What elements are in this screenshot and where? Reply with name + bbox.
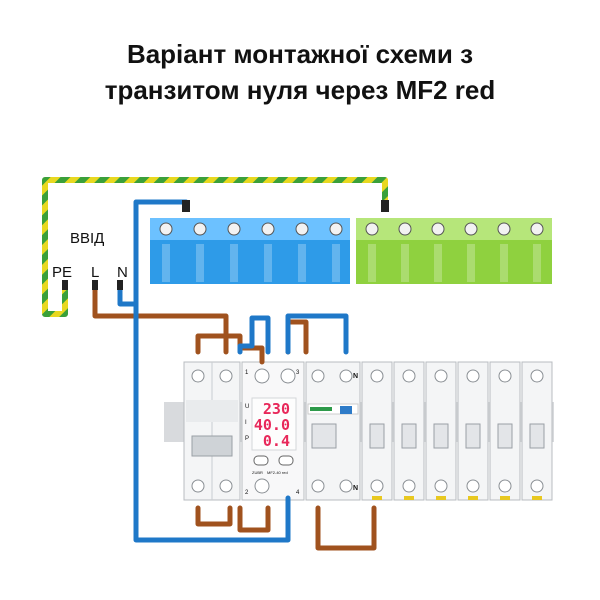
- breaker-handle[interactable]: [433, 423, 449, 449]
- bus-slot: [533, 244, 541, 282]
- rcd-n-top: N: [353, 373, 358, 380]
- breaker-terminal: [498, 369, 512, 383]
- bus-screw: [464, 222, 478, 236]
- breaker-handle[interactable]: [369, 423, 385, 449]
- branch-breakers: [361, 361, 553, 501]
- breaker-clip: [532, 496, 542, 500]
- breaker-terminal: [530, 369, 544, 383]
- breaker-handle[interactable]: [401, 423, 417, 449]
- breaker-clip: [468, 496, 478, 500]
- relay-model: MF2-40 red: [267, 470, 288, 475]
- breaker-bottom-loop: [195, 505, 233, 527]
- breaker-clip: [500, 496, 510, 500]
- pe-bus-bar: [356, 218, 552, 284]
- phase-to-relay-wire: [195, 333, 265, 365]
- relay-plus-button[interactable]: [278, 455, 294, 466]
- wires: [42, 177, 388, 551]
- bus-screw: [193, 222, 207, 236]
- voltage-relay: 1 3 2 4 230 40.0 0.4 U I P ZUBR MF2-40 r…: [241, 361, 305, 501]
- relay-minus-button[interactable]: [253, 455, 269, 466]
- neutral-bus-pin: [182, 200, 190, 212]
- bus-screw: [295, 222, 309, 236]
- breaker-handle[interactable]: [497, 423, 513, 449]
- pe-label: PE: [52, 264, 72, 281]
- bus-slot: [368, 244, 376, 282]
- din-modules: 1 3 2 4 230 40.0 0.4 U I P ZUBR MF2-40 r…: [183, 361, 553, 501]
- breaker-handle[interactable]: [529, 423, 545, 449]
- bus-slot: [401, 244, 409, 282]
- relay-to-rcd-neutral: [285, 313, 349, 355]
- relay-to-rcd-phase: [285, 319, 309, 355]
- bus-screw: [329, 222, 343, 236]
- rcd-to-breakers-wire: [315, 505, 377, 551]
- neutral-bus-bar: [150, 218, 350, 284]
- breaker-terminal: [466, 479, 480, 493]
- bus-slot: [500, 244, 508, 282]
- display-power: 0.4: [263, 432, 290, 450]
- relay-bottom-loop: [237, 505, 271, 533]
- bus-screw: [261, 222, 275, 236]
- pe-bus-terminals: [365, 222, 544, 282]
- bus-screw: [398, 222, 412, 236]
- breaker-clip: [372, 496, 382, 500]
- bus-screw: [159, 222, 173, 236]
- bus-slot: [332, 244, 340, 282]
- breaker-clip: [404, 496, 414, 500]
- relay-side-u: U: [245, 404, 249, 410]
- breaker-terminal: [530, 479, 544, 493]
- input-terminals: [62, 280, 123, 290]
- relay-terminal-2: 2: [245, 490, 249, 496]
- page-title: Варіант монтажної схеми з транзитом нуля…: [0, 36, 600, 108]
- breaker-terminal: [466, 369, 480, 383]
- rcd-n-bottom: N: [353, 485, 358, 492]
- bus-slot: [434, 244, 442, 282]
- phase-input-wire: [92, 285, 229, 355]
- breaker-terminal: [370, 479, 384, 493]
- bus-slot: [196, 244, 204, 282]
- breaker-terminal: [434, 479, 448, 493]
- neutral-to-relay-wire: [237, 315, 271, 355]
- neutral-bus-terminals: [159, 222, 343, 282]
- main-breaker: [183, 361, 241, 501]
- n-label: N: [117, 264, 128, 281]
- bus-screw: [530, 222, 544, 236]
- bus-slot: [264, 244, 272, 282]
- breaker-handle[interactable]: [465, 423, 481, 449]
- bus-slot: [230, 244, 238, 282]
- bus-slot: [298, 244, 306, 282]
- bus-screw: [365, 222, 379, 236]
- neutral-transit-wire: [133, 301, 291, 543]
- bus-screw: [227, 222, 241, 236]
- rcd-module: N N: [305, 361, 361, 501]
- relay-terminal-4: 4: [296, 490, 300, 496]
- input-label: ВВІД: [70, 230, 104, 247]
- breaker-terminal: [434, 369, 448, 383]
- relay-brand: ZUBR: [252, 470, 263, 475]
- breaker-terminal: [402, 479, 416, 493]
- display-current: 40.0: [254, 416, 290, 434]
- title-line-1: Варіант монтажної схеми з: [126, 39, 474, 69]
- relay-side-p: P: [245, 436, 249, 442]
- relay-side-i: I: [245, 420, 247, 426]
- relay-terminal-1: 1: [245, 370, 249, 376]
- relay-terminal-3: 3: [296, 370, 300, 376]
- bus-screw: [431, 222, 445, 236]
- display-voltage: 230: [263, 400, 290, 418]
- breaker-terminal: [498, 479, 512, 493]
- bus-screw: [497, 222, 511, 236]
- l-label: L: [91, 264, 99, 281]
- title-line-2: транзитом нуля через MF2 red: [104, 75, 496, 105]
- breaker-clip: [436, 496, 446, 500]
- pe-bus-pin: [381, 200, 389, 212]
- bus-slot: [467, 244, 475, 282]
- breaker-terminal: [370, 369, 384, 383]
- breaker-terminal: [402, 369, 416, 383]
- bus-slot: [162, 244, 170, 282]
- pe-wire: [42, 177, 388, 317]
